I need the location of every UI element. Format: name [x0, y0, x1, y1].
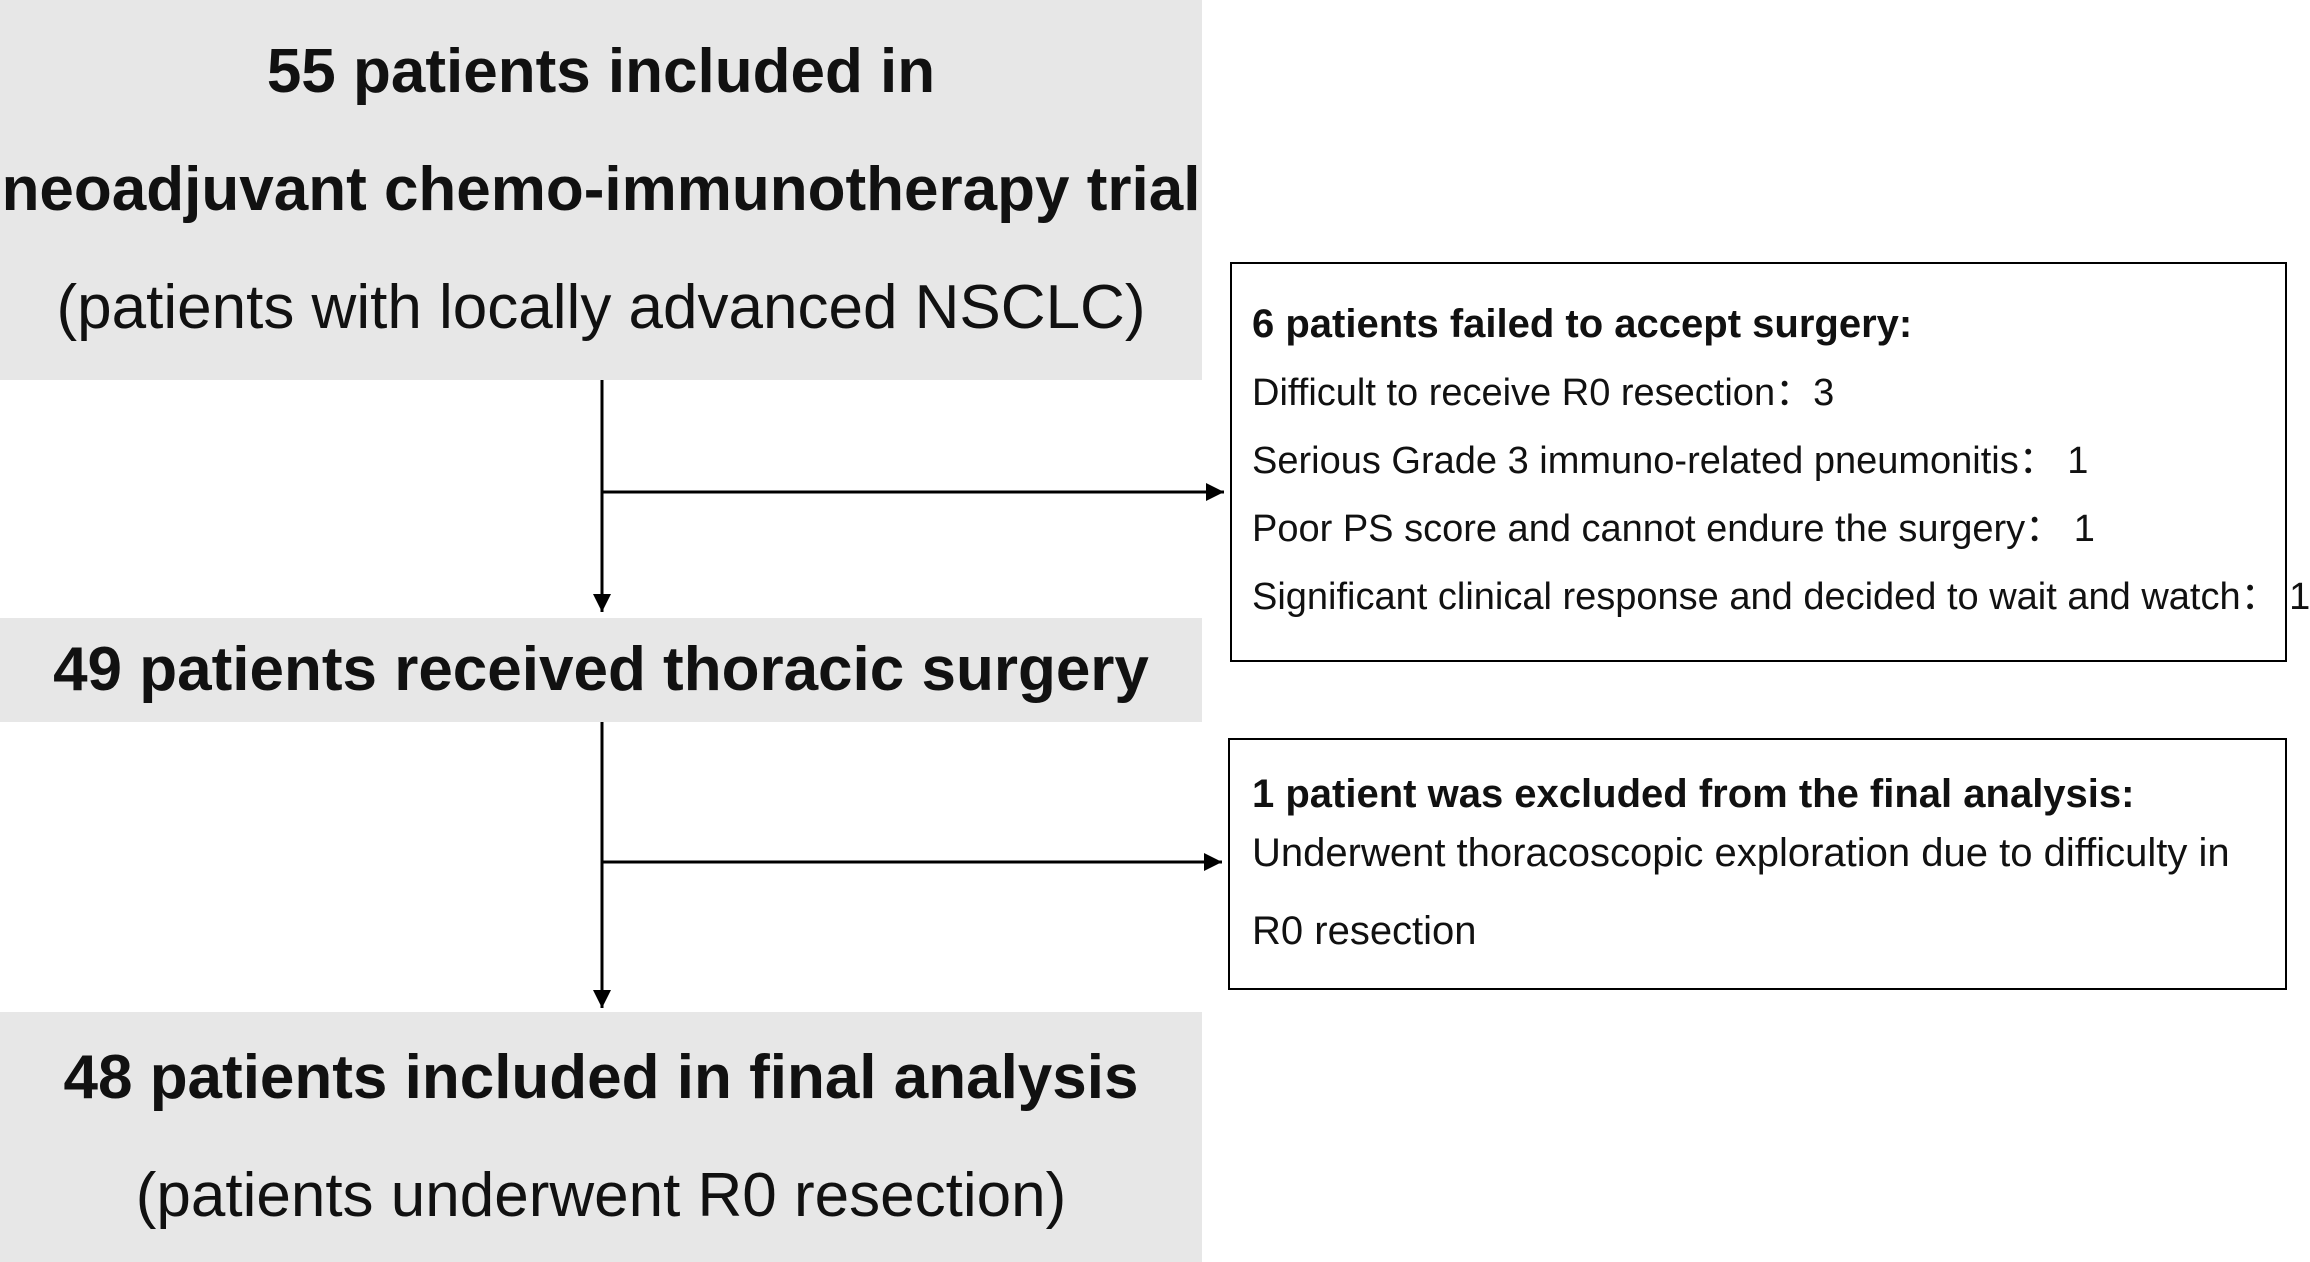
- exclusion-box-surgery: 6 patients failed to accept surgery: Dif…: [1230, 262, 2310, 662]
- surgery-count: 49 patients received thoracic surgery: [53, 635, 1149, 704]
- exclusion-reason: Serious Grade 3 immuno-related pneumonit…: [1252, 440, 2089, 482]
- enrollment-count: 55 patients included in: [266, 37, 936, 106]
- surgery-box: 49 patients received thoracic surgery: [0, 618, 1202, 722]
- exclusion-box-analysis: 1 patient was excluded from the final an…: [1228, 738, 2287, 990]
- exclusion-reason: Poor PS score and cannot endure the surg…: [1252, 508, 2095, 550]
- exclusion-reason: Significant clinical response and decide…: [1252, 576, 2310, 618]
- final-analysis-count: 48 patients included in final analysis: [63, 1043, 1139, 1112]
- enrollment-box: 55 patients included in neoadjuvant chem…: [0, 0, 1202, 380]
- enrollment-trial: neoadjuvant chemo-immunotherapy trial: [1, 155, 1201, 224]
- enrollment-population: (patients with locally advanced NSCLC): [56, 273, 1146, 342]
- final-analysis-population: (patients underwent R0 resection): [135, 1161, 1067, 1230]
- exclusion-heading: 1 patient was excluded from the final an…: [1252, 772, 2135, 816]
- exclusion-heading: 6 patients failed to accept surgery:: [1252, 302, 1913, 346]
- exclusion-reason: Underwent thoracoscopic exploration due …: [1252, 831, 2230, 953]
- exclusion-reason: Difficult to receive R0 resection：3: [1252, 372, 1835, 414]
- final-analysis-box: 48 patients included in final analysis (…: [0, 1012, 1202, 1262]
